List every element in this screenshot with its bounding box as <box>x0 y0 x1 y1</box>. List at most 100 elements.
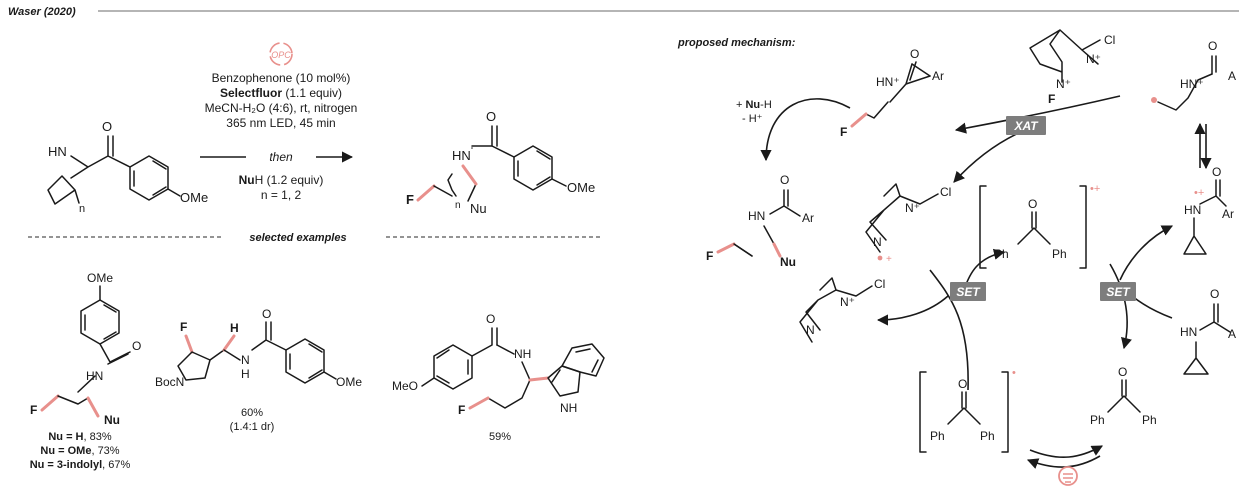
bpr-ph-right: Ph <box>980 429 995 443</box>
mp-o-label: O <box>780 173 789 187</box>
bpr-o-label: O <box>958 377 967 391</box>
set-right-label: SET <box>1106 285 1131 299</box>
nu-addition-arrow <box>760 98 851 162</box>
ri-hnplus-label: HN⁺ <box>1180 77 1204 91</box>
selectfluor: N⁺ N⁺ F Cl <box>1029 29 1115 106</box>
product: O HN OMe F n Nu <box>406 109 595 216</box>
mp-nu-label: Nu <box>780 255 796 269</box>
ri-o-label: O <box>1208 39 1217 53</box>
xat-arrow-to-dabco <box>953 127 1031 183</box>
xat-label: XAT <box>1013 119 1039 133</box>
mp-hn-label: HN <box>748 209 765 223</box>
set-right-from-substrate <box>1131 295 1173 319</box>
ex1-o-label: O <box>132 339 141 353</box>
then-label: then <box>269 150 293 164</box>
condition-solvent: MeCN-H₂O (4:6), rt, nitrogen <box>205 101 358 115</box>
dabco-n-label: N <box>873 235 882 249</box>
bpr-ph-left: Ph <box>930 429 945 443</box>
condition-n-values: n = 1, 2 <box>261 188 302 202</box>
fi-hnplus-label: HN⁺ <box>876 75 900 89</box>
minus-h-label: - H⁺ <box>742 113 763 125</box>
ex2-o-label: O <box>262 307 271 321</box>
sm-n-label: n <box>79 203 85 215</box>
ex1-f-label: F <box>30 403 37 417</box>
dabco-cl-label: Cl <box>940 185 951 199</box>
condition-light: 365 nm LED, 45 min <box>226 116 335 130</box>
arc-radical-cation: •+ <box>1194 187 1204 199</box>
ex2-nh-h-label: H <box>241 367 250 381</box>
example-2: F H BocN N H O OMe 60% (1.4:1 dr) <box>155 307 362 433</box>
sm-o-label: O <box>102 119 112 134</box>
dabco2-cl-label: Cl <box>874 277 885 291</box>
ex2-f-label: F <box>180 320 187 334</box>
ex2-ome-label: OMe <box>336 375 362 389</box>
fluoro-iminium: O HN⁺ Ar F <box>840 47 944 139</box>
light-bulb-icon <box>1058 466 1078 486</box>
condition-oxidant: Selectfluor (1.1 equiv) <box>220 86 342 100</box>
sf-nplus-bottom: N⁺ <box>1056 77 1071 91</box>
bp-ph-right: Ph <box>1142 413 1157 427</box>
bottom-arrow-forward <box>1029 445 1103 459</box>
ex3-f-label: F <box>458 403 465 417</box>
ex1-hn-label: HN <box>86 369 103 383</box>
cycle-left-arrow <box>929 269 969 391</box>
dabco-radical-cation: N⁺ N + Cl <box>865 183 951 265</box>
prod-o-label: O <box>486 109 496 124</box>
example-3: O MeO NH F NH 59% <box>392 312 605 443</box>
dabco-nplus-label: N⁺ <box>905 201 920 215</box>
sa-hn-label: HN <box>1180 325 1197 339</box>
ex1-ome-label: OMe <box>87 271 113 285</box>
ex2-yield: 60% <box>241 407 263 419</box>
bpc-radical-cation: •+ <box>1090 183 1100 195</box>
arc-o-label: O <box>1212 165 1221 179</box>
set-right-to-aminium <box>1119 225 1174 281</box>
opc-label: OPC <box>271 50 291 60</box>
ex3-nh-label: NH <box>514 347 531 361</box>
prod-n-label: n <box>455 200 461 211</box>
nu-add-label: + Nu-H <box>736 99 772 111</box>
mp-f-label: F <box>706 249 713 263</box>
radical-iminium: O HN⁺ A <box>1151 39 1236 111</box>
ex1-yield-indolyl: Nu = 3-indolyl, 67% <box>30 459 131 471</box>
ex1-yield-h: Nu = H, 83% <box>48 431 112 443</box>
xat-arrow-to-fluoro <box>954 95 1121 134</box>
ex3-o-label: O <box>486 312 495 326</box>
dabco2-nplus-label: N⁺ <box>840 295 855 309</box>
dabco-plus-label: + <box>886 254 892 265</box>
sa-a-label: A <box>1228 327 1236 341</box>
ex2-boc-label: BocN <box>155 375 184 389</box>
benzophenone: O Ph Ph <box>1090 365 1157 427</box>
sa-o-label: O <box>1210 287 1219 301</box>
mechanism-title: proposed mechanism: <box>677 37 796 49</box>
mech-product: O HN Ar F Nu <box>706 173 814 269</box>
set-left-to-dabco <box>876 295 949 326</box>
arc-ar-label: Ar <box>1222 207 1234 221</box>
opc-badge: OPC <box>269 42 293 66</box>
example-1: OMe O HN F Nu Nu = H, 83% Nu = OMe, 73% … <box>30 271 142 471</box>
substrate-amide: O HN A <box>1180 287 1236 375</box>
benzophenone-radical-cation: O Ph Ph •+ <box>979 183 1100 269</box>
condition-nucleophile: NuH (1.2 equiv) <box>239 173 324 187</box>
set-badge-left: SET <box>950 282 986 301</box>
sf-nplus-top: N⁺ <box>1086 52 1101 66</box>
cycle-right-arrow <box>1109 263 1132 350</box>
set-left-label: SET <box>956 285 981 299</box>
condition-catalyst: Benzophenone (10 mol%) <box>212 71 351 85</box>
ri-a-label: A <box>1228 69 1236 83</box>
starting-material: O HN OMe n <box>47 119 208 215</box>
prod-ome-label: OMe <box>567 180 595 195</box>
mp-ar-label: Ar <box>802 211 814 225</box>
fi-ar-label: Ar <box>932 69 944 83</box>
xat-badge: XAT <box>1006 116 1046 135</box>
prod-hn-label: HN <box>452 148 471 163</box>
sf-cl-label: Cl <box>1104 33 1115 47</box>
scheme-title: Waser (2020) <box>8 6 76 18</box>
ex2-n-label: N <box>241 353 250 367</box>
examples-header: selected examples <box>249 232 346 244</box>
bpc-ph-right: Ph <box>1052 247 1067 261</box>
ex1-nu-label: Nu <box>104 413 120 427</box>
ex1-yield-ome: Nu = OMe, 73% <box>40 445 119 457</box>
arc-hn-label: HN <box>1184 203 1201 217</box>
fi-o-label: O <box>910 47 919 61</box>
